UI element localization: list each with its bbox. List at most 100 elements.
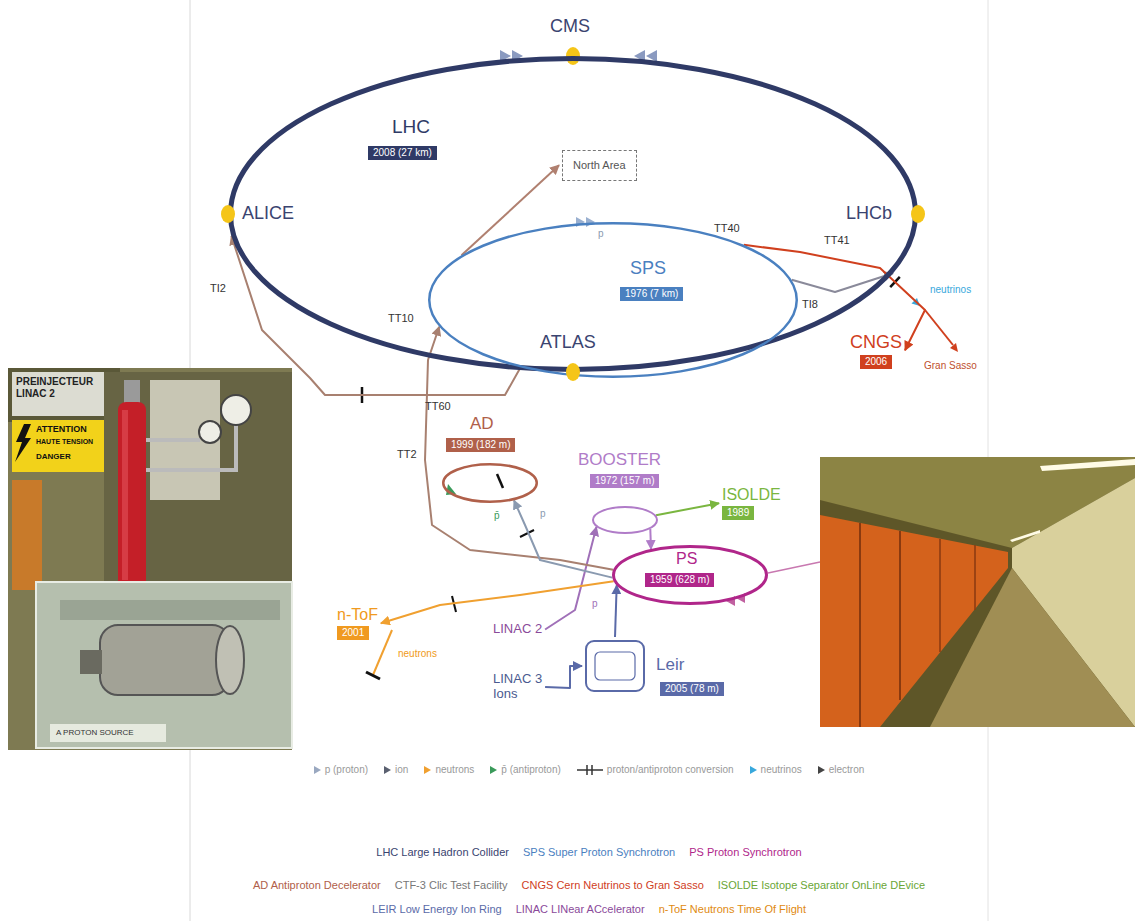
facility-name: CNGS — [850, 332, 902, 353]
label-slot: HAUTE TENSION — [36, 438, 93, 446]
beam-line — [462, 165, 560, 255]
ring-name: BOOSTER — [578, 450, 661, 470]
beam-line — [381, 581, 614, 623]
beam-line — [231, 236, 520, 395]
year-tag: 1999 (182 m) — [446, 438, 515, 452]
label-slot: p̄ — [494, 510, 500, 522]
ceiling-light — [1040, 459, 1135, 471]
facility-name: ISOLDE — [722, 486, 781, 504]
accelerator-ring: SPS 1976 (7 km) — [428, 222, 798, 378]
legend-swatch — [750, 766, 757, 774]
year-tag: 2001 — [337, 626, 369, 640]
text-slot: 1972 (157 m) — [590, 474, 659, 488]
legend-text: neutrons — [435, 764, 474, 776]
experiment-marker: ALICE — [242, 203, 294, 224]
beam-line — [514, 500, 612, 577]
experiment-marker: LHCb — [846, 203, 892, 224]
facility-name: LINAC 2 — [493, 622, 542, 637]
magnet-row — [820, 515, 1008, 727]
label-slot: TI2 — [208, 282, 228, 295]
year-tag: 1959 (628 m) — [645, 573, 714, 587]
label: Gran Sasso — [924, 360, 977, 372]
year-tag: 2008 (27 km) — [368, 146, 437, 160]
ring-outline-shape — [231, 59, 916, 370]
sample-bar — [591, 765, 593, 775]
facility-box: LINAC 2 — [493, 622, 542, 637]
experiment-dot — [911, 205, 925, 223]
glossary-row: LHC Large Hadron Collider SPS Super Proto… — [190, 846, 988, 859]
experiment-dot — [566, 363, 580, 381]
experiment-dot — [221, 205, 235, 223]
ring-name: SPS — [630, 258, 666, 279]
ring-outline-shape — [593, 507, 657, 533]
facility-box: LINAC 3Ions — [493, 672, 542, 702]
beam-line — [545, 527, 596, 630]
glossary-entry: SPS Super Proton Synchrotron — [523, 846, 675, 859]
text-slot: AD — [470, 414, 494, 434]
text-slot: 1976 (7 km) — [620, 287, 683, 301]
legend-swatch — [314, 766, 321, 774]
glossary-entry: LHC Large Hadron Collider — [376, 846, 509, 859]
gas-bottle — [118, 402, 146, 592]
glossary-entry: CNGS Cern Neutrinos to Gran Sasso — [522, 879, 704, 892]
text-slot: 1999 (182 m) — [446, 438, 515, 452]
accelerator-ring: BOOSTER1972 (157 m) — [592, 506, 658, 534]
text-slot: PS — [676, 550, 697, 568]
ring-outline — [428, 222, 798, 378]
experiment-marker: ATLAS — [540, 332, 596, 353]
label-slot: neutrinos — [930, 284, 971, 296]
ring-outline-shape — [429, 223, 797, 377]
experiment-marker: CMS — [550, 16, 590, 37]
legend-item: proton/antiproton conversion — [577, 764, 734, 776]
tunnel-photo — [820, 457, 1135, 727]
label: HAUTE TENSION — [36, 438, 93, 446]
legend-item: ion — [384, 764, 408, 776]
sample-bar — [586, 765, 588, 775]
label-slot: TI8 — [800, 298, 820, 311]
circulation-arrow — [586, 217, 595, 227]
line-label: TI2 — [208, 282, 228, 295]
glossary-entry: LEIR Low Energy Ion Ring — [372, 903, 502, 916]
arrow-head — [950, 343, 958, 352]
facility-box: North Area — [562, 150, 637, 181]
legend-text: p̄ (antiproton) — [501, 764, 560, 776]
legend: p (proton)ionneutronsp̄ (antiproton)prot… — [190, 764, 988, 776]
beam-line — [615, 585, 617, 637]
label: p̄ — [494, 510, 500, 522]
magnet-joint — [974, 545, 976, 610]
text-slot: 1959 (628 m) — [645, 573, 714, 587]
label-slot: p — [540, 508, 546, 520]
sign-plate — [12, 372, 114, 416]
label: TT2 — [397, 448, 417, 461]
legend-text: ion — [395, 764, 408, 776]
magnet-joint — [859, 523, 861, 727]
gauge — [221, 395, 251, 425]
legend-swatch — [490, 766, 497, 774]
sample-line — [577, 769, 603, 771]
photo-ground — [820, 457, 1135, 727]
label: DANGER — [36, 452, 71, 461]
facility-box: CNGS2006 — [850, 332, 902, 369]
valve — [124, 380, 140, 404]
facility-name: North Area — [573, 159, 626, 172]
year-tag: 1972 (157 m) — [590, 474, 659, 488]
facility-box: n-ToF2001 — [337, 606, 378, 640]
legend-swatch — [384, 766, 391, 774]
ring-name: AD — [470, 414, 494, 434]
label: neutrons — [398, 648, 437, 660]
beam-line — [656, 503, 719, 515]
ring-outline — [442, 463, 538, 503]
label: p — [540, 508, 546, 520]
label: A PROTON SOURCE — [56, 728, 134, 737]
photo-wall — [8, 368, 120, 422]
glossary-entry: AD Antiproton Decelerator — [253, 879, 381, 892]
label-slot: DANGER — [36, 452, 71, 461]
lightning-symbol — [15, 424, 31, 462]
inner-loop — [595, 652, 635, 680]
legend-item: p̄ (antiproton) — [490, 764, 560, 776]
magnet-joint — [899, 531, 901, 700]
